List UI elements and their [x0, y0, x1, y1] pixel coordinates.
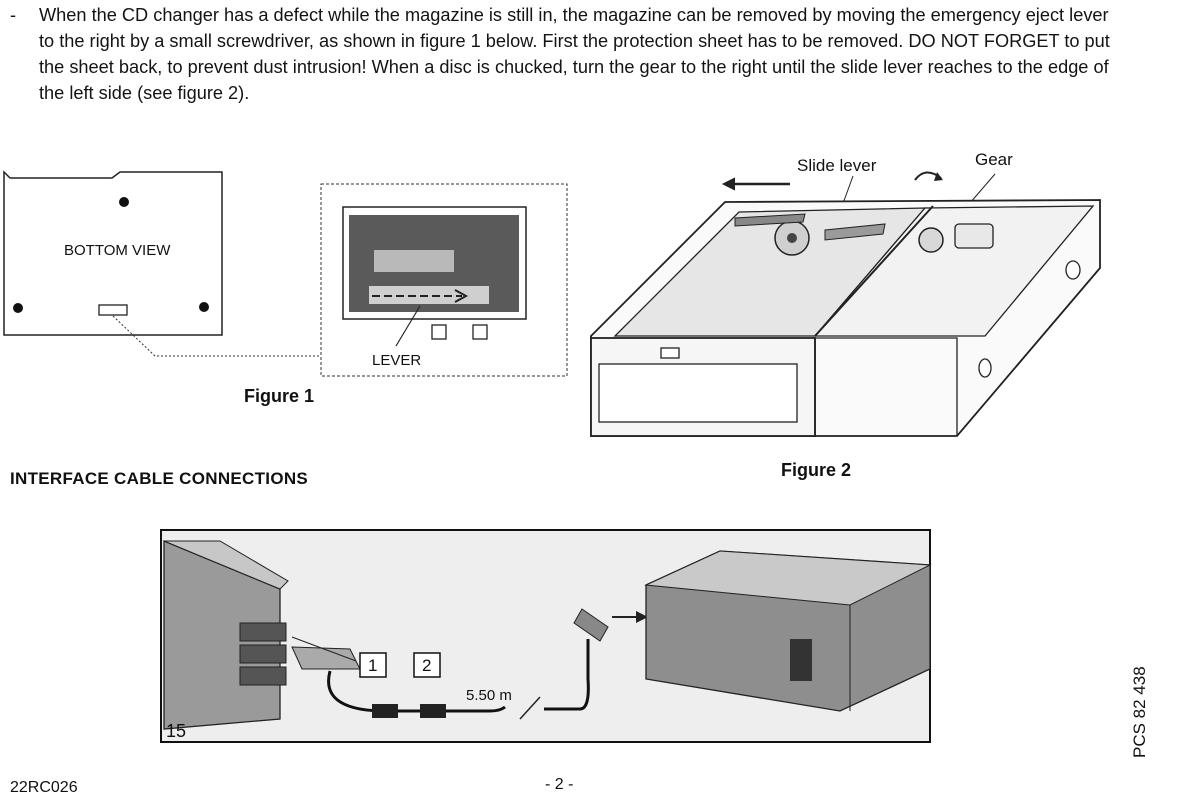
figure-1-drawing: [3, 170, 568, 377]
figure-2: Slide lever Gear Figure 2: [585, 150, 1115, 485]
document-code: 22RC026: [10, 779, 78, 796]
figure-2-drawing: [590, 171, 1101, 437]
figure-1-caption: Figure 1: [244, 386, 315, 406]
connector-2-label: 2: [422, 656, 432, 675]
gear-label: Gear: [975, 150, 1013, 169]
side-code: PCS 82 438: [1130, 666, 1149, 758]
cable-length-label: 5.50 m: [466, 687, 512, 704]
cable-connection-drawing: [160, 529, 932, 743]
slide-lever-label: Slide lever: [797, 156, 877, 175]
figure-number: 15: [166, 721, 187, 741]
connector-1-label: 1: [368, 656, 378, 675]
bullet-dash: -: [10, 5, 17, 25]
page-number: - 2 -: [545, 776, 574, 793]
figure-2-caption: Figure 2: [781, 460, 852, 480]
lever-label: LEVER: [372, 352, 422, 369]
figure-cable-connections: 15 1 2 5.50 m: [160, 529, 932, 744]
section-heading: INTERFACE CABLE CONNECTIONS: [10, 469, 309, 488]
figure-1: BOTTOM VIEW LEVER Figure 1: [0, 160, 580, 420]
bottom-view-label: BOTTOM VIEW: [64, 242, 171, 259]
paragraph-text: When the CD changer has a defect while t…: [39, 5, 1110, 103]
